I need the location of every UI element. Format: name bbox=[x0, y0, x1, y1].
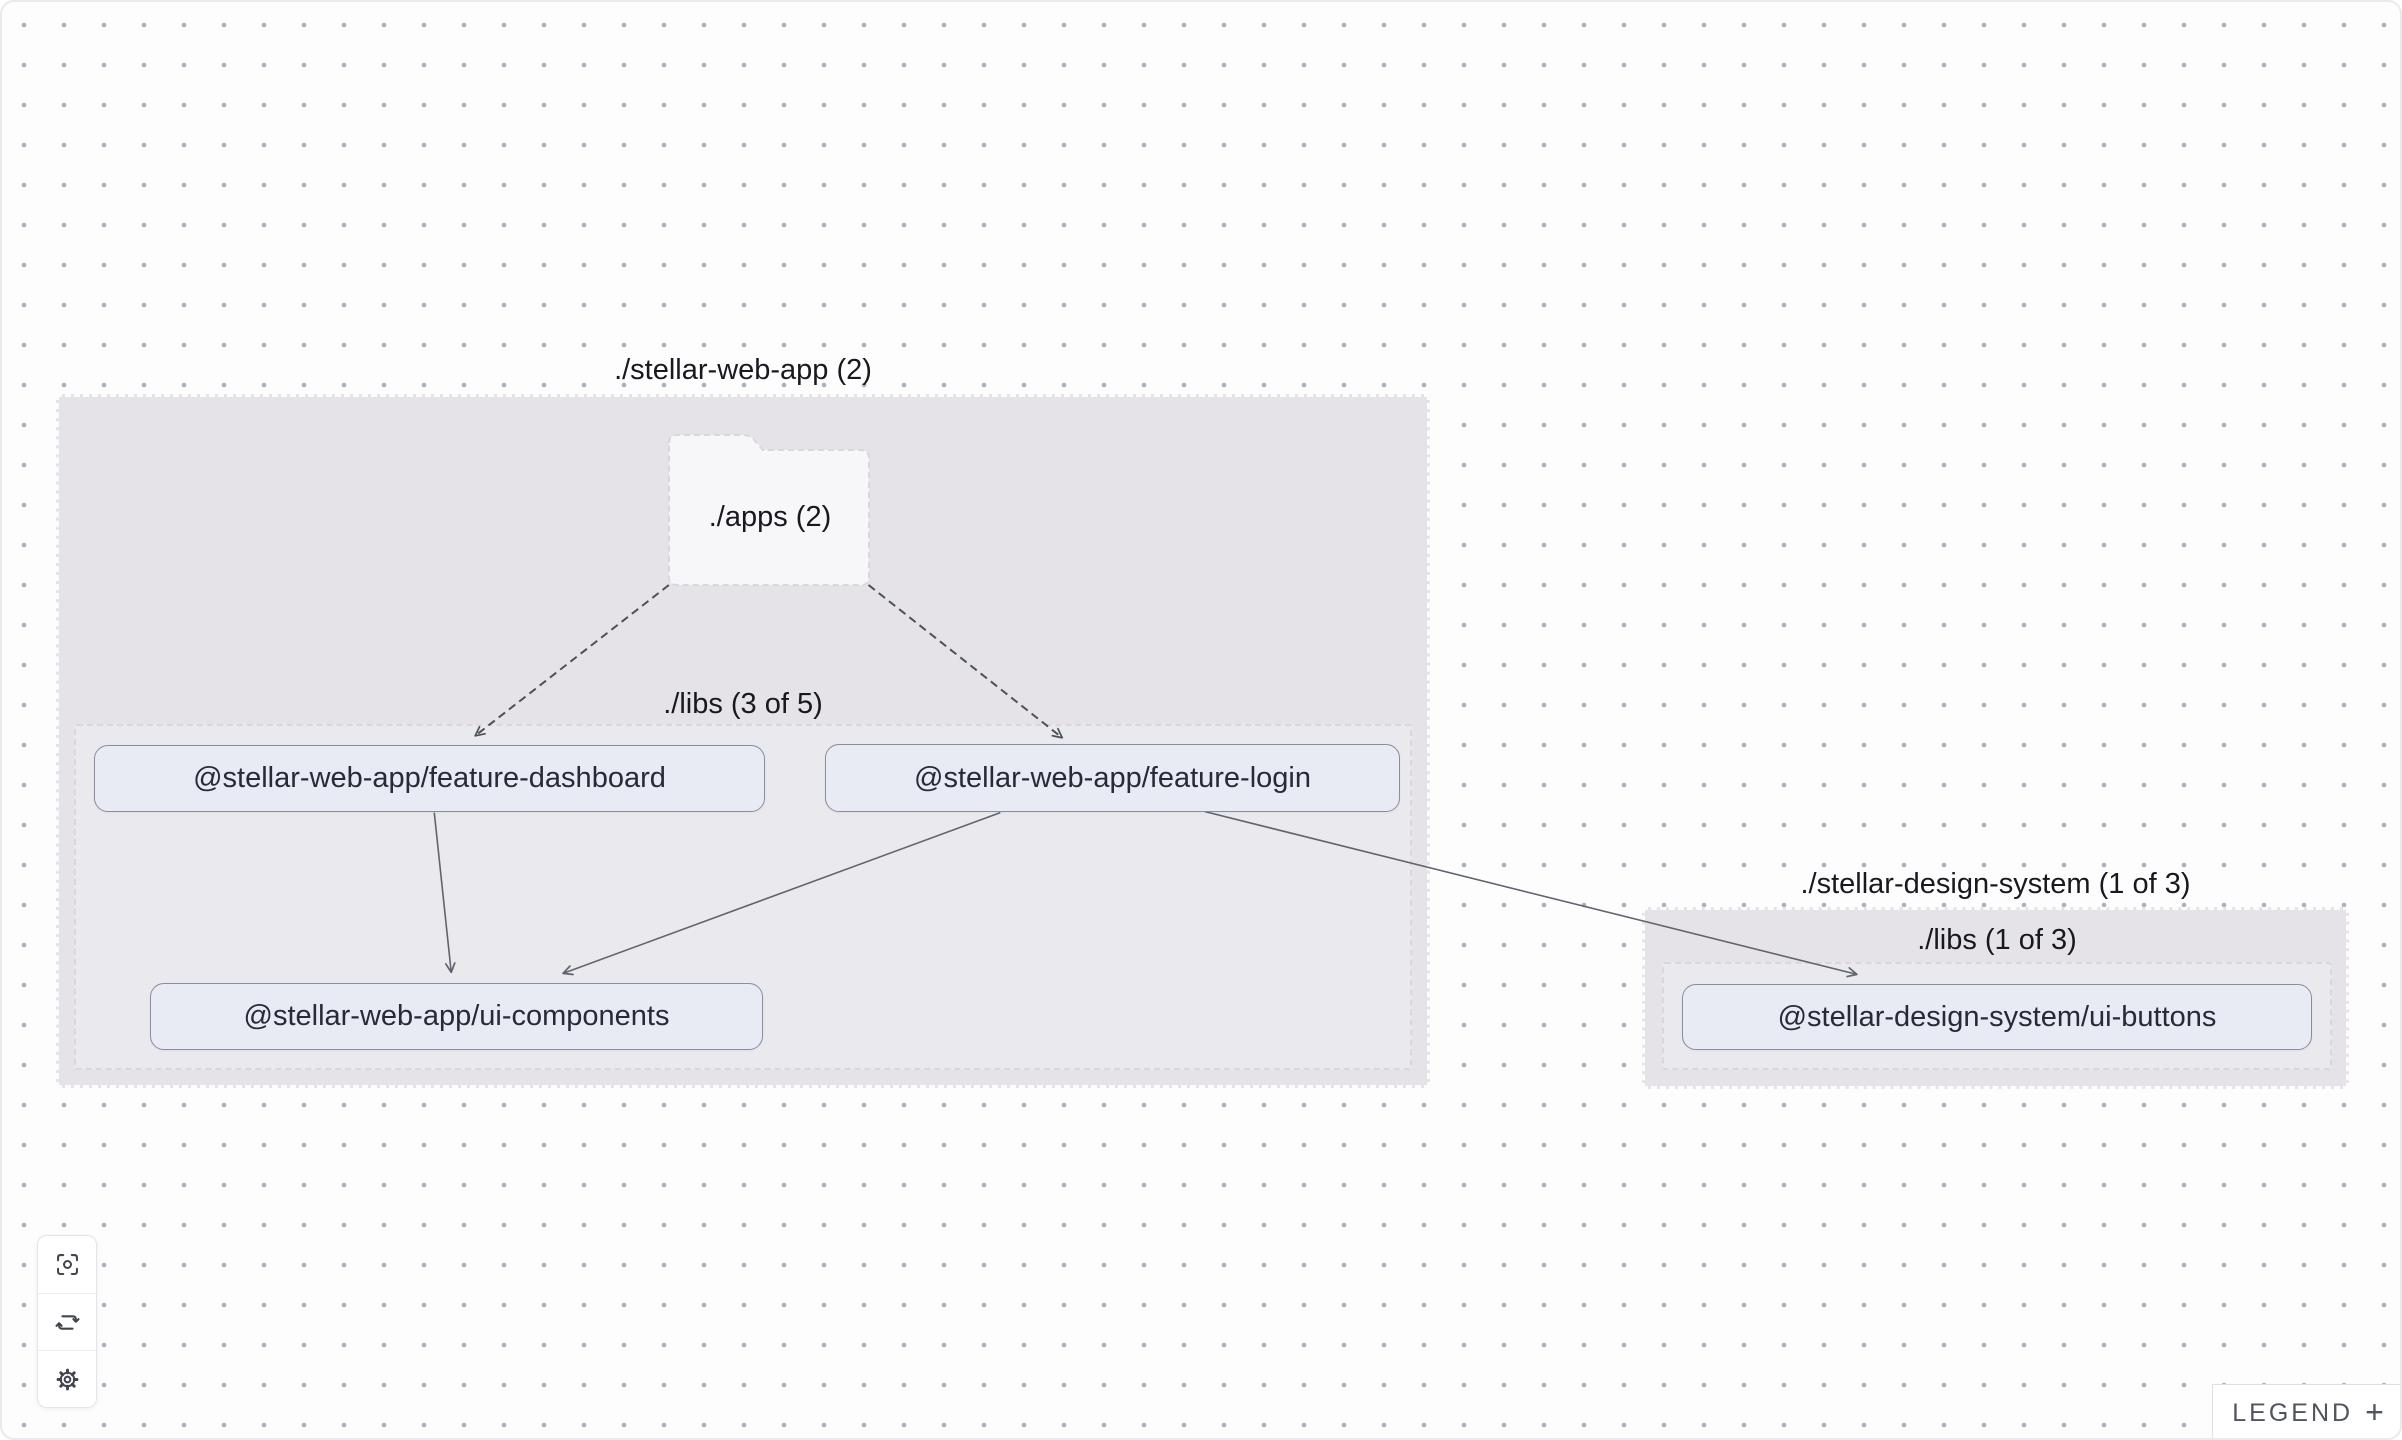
focus-icon bbox=[56, 1254, 78, 1275]
gear-icon bbox=[56, 1368, 78, 1390]
subgroup-title-libs-design-system: ./libs (1 of 3) bbox=[1917, 924, 2077, 956]
subgroup-title-libs-web-app: ./libs (3 of 5) bbox=[663, 688, 823, 720]
project-node-feature-login[interactable]: @stellar-web-app/feature-login bbox=[825, 744, 1400, 812]
refresh-icon bbox=[54, 1314, 80, 1330]
group-title-stellar-design-system: ./stellar-design-system (1 of 3) bbox=[1800, 868, 2191, 900]
settings-button[interactable] bbox=[38, 1350, 96, 1407]
legend-expand-plus-icon: + bbox=[2365, 1393, 2384, 1430]
focus-button[interactable] bbox=[38, 1236, 96, 1293]
refresh-button[interactable] bbox=[38, 1293, 96, 1350]
project-node-ui-buttons[interactable]: @stellar-design-system/ui-buttons bbox=[1682, 984, 2312, 1050]
folder-node-apps-label: ./apps (2) bbox=[708, 501, 832, 533]
folder-node-apps[interactable] bbox=[667, 433, 873, 587]
folder-icon bbox=[668, 434, 870, 586]
project-node-feature-dashboard[interactable]: @stellar-web-app/feature-dashboard bbox=[94, 745, 765, 812]
project-node-ui-components[interactable]: @stellar-web-app/ui-components bbox=[150, 983, 763, 1050]
legend-label: LEGEND bbox=[2232, 1398, 2354, 1427]
graph-toolbar bbox=[37, 1235, 97, 1408]
group-title-stellar-web-app: ./stellar-web-app (2) bbox=[614, 354, 872, 386]
legend-toggle[interactable]: LEGEND + bbox=[2212, 1384, 2400, 1438]
